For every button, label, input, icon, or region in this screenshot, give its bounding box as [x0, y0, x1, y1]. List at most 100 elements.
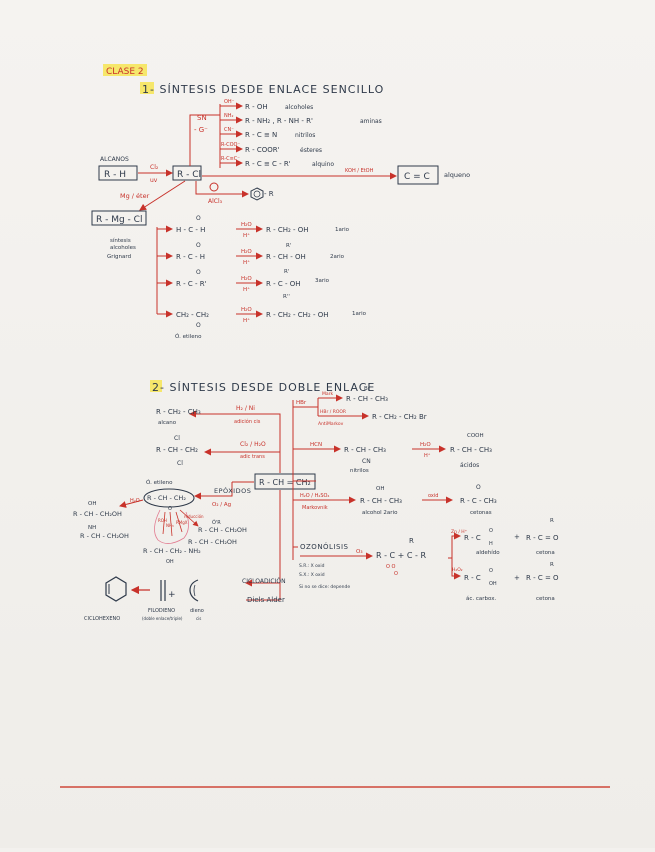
grignard-product: R - CH₂ - CH₂ - OH: [266, 311, 328, 319]
grignard-row: O R - C - R' H₂O H⁺ R' R - C - OH R'' 3a…: [157, 269, 330, 300]
sn-product: R - COOR': [245, 146, 280, 154]
ether-substituent: Ó'R: [212, 519, 221, 526]
sn-reaction: OH⁻ R - OH alcoholes: [220, 99, 313, 111]
chlorine-top: Cl: [174, 435, 180, 442]
cl2-reagent: Cl₂: [150, 164, 159, 171]
grignard-row: O H - C - H H₂O H⁺ R - CH₂ - OH 1ario: [157, 215, 350, 239]
alkanes-label: ALCANOS: [100, 156, 129, 163]
product-sub: R: [550, 562, 554, 568]
product-formula: R - C = O: [526, 574, 559, 582]
plus-sign: +: [168, 590, 176, 600]
grignard-product: R - CH - OH: [266, 253, 306, 261]
epoxide-right-product: R - CH - CH₂OH: [188, 538, 237, 546]
ketone-product: R - C - CH₃: [460, 497, 497, 505]
class-highlight: [103, 64, 147, 76]
sn-reaction: CN⁻ R - C ≡ N nitrilos: [220, 127, 315, 139]
rcl-box: [172, 165, 202, 181]
alkene-name: alqueno: [444, 171, 470, 179]
carbonyl-oxygen: O: [196, 242, 201, 249]
epoxide-label: EPÓXIDOS: [214, 486, 251, 495]
ozone-reagent: O₃: [356, 549, 363, 555]
product-name: aldehído: [476, 549, 500, 556]
ozonolysis-product: R R - C = O cetona: [526, 518, 559, 556]
dienophile-name: FILODIENO: [148, 608, 175, 614]
sn-reagent: OH⁻: [224, 99, 235, 105]
hydrolysis-reagent-top: H₂O: [420, 442, 431, 448]
grignard-label-3: Grignard: [107, 254, 131, 260]
grignard-reactant: R - C - R': [176, 280, 207, 288]
cooh-substituent: COOH: [467, 433, 484, 439]
grignard-reactant: CH₂ - CH₂: [176, 311, 209, 319]
sn-product-name: nitrilos: [295, 132, 315, 139]
rh-box: [98, 165, 138, 181]
ozonide-o-bottom: O: [394, 571, 398, 577]
epoxide-oh-small: OH: [166, 559, 174, 565]
epoxide-arrow-label: RMgX: [176, 520, 188, 525]
product-name: cetona: [536, 596, 555, 602]
epoxide-arrow-label: NH₃: [166, 523, 174, 528]
product-sup: O: [489, 568, 493, 574]
epoxide-oxygen: O: [196, 322, 201, 329]
sn-product: R - OH: [245, 103, 268, 111]
alkylbenzene-substituent: - R: [264, 190, 274, 198]
acid-product: R - CH - CH₃: [450, 446, 492, 454]
cycloaddition-label: CICLOADICIÓN: [242, 578, 286, 585]
reagent-bottom: H⁺: [243, 232, 250, 239]
product-sub: OH: [489, 581, 497, 587]
alcohol-type: 1ario: [352, 311, 367, 317]
plus-sign: +: [514, 574, 520, 582]
sn-product-name: aminas: [360, 118, 382, 125]
rh-formula: R - H: [104, 170, 126, 180]
sn-product: R - C ≡ N: [245, 131, 277, 139]
amino-nh: NH: [88, 525, 96, 531]
grignard-product: R - CH₂ - OH: [266, 226, 309, 234]
uv-reagent: uv: [150, 177, 158, 184]
diol-oh: OH: [88, 501, 96, 507]
alkene-formula: C = C: [404, 172, 430, 182]
dienophile-sub: (doble enlace/triple): [142, 616, 183, 621]
reagent-bottom: H⁺: [243, 259, 250, 266]
grignard-reactant: R - C - H: [176, 253, 205, 261]
ethylene-oxide-label: Ó. etileno: [146, 479, 173, 486]
hydration-reagent: H₂O / H₂SO₄: [300, 493, 329, 499]
anti-markovnikov-product: R - CH₂ - CH₂ Br: [372, 413, 427, 421]
benzene-reagent-icon: [209, 182, 219, 192]
hydration-sub: Markovnik: [302, 505, 328, 511]
ozonolysis-note: Si no se dice: depende: [299, 584, 350, 590]
epoxide-oxygen: O: [168, 506, 172, 512]
grignard-product: R - C - OH: [266, 280, 300, 288]
grignard-formula: R - Mg - Cl: [96, 215, 142, 225]
ketone-oxygen: O: [476, 484, 481, 491]
section2-number-highlight: [150, 380, 162, 392]
grignard-label-2: alcoholes: [110, 245, 136, 251]
carbonyl-oxygen: O: [196, 215, 201, 222]
alcl3-reagent: AlCl₃: [208, 198, 223, 205]
alkane-name: alcano: [158, 420, 177, 426]
sn-reaction: R-COO⁻ R - COOR' ésteres: [220, 142, 322, 154]
secondary-alcohol-product: R - CH - CH₃: [360, 497, 402, 505]
reagent-top: H₂O: [241, 222, 252, 228]
cyclohexene-icon: [105, 576, 127, 602]
sn-reagent: R-COO⁻: [221, 142, 240, 148]
alkane-product: R - CH₂ - CH₃: [156, 408, 201, 416]
ozonolysis-note: S.R.: X oxid: [299, 563, 325, 569]
product-substituent: R'': [283, 294, 290, 300]
product-formula: R - C = O: [526, 534, 559, 542]
product-name: cetona: [536, 550, 555, 556]
diene-name: dieno: [190, 608, 204, 614]
reagent-bottom: H⁺: [243, 286, 250, 293]
sn-product-name: ésteres: [300, 147, 322, 154]
ozonide-o-pair: O O: [386, 564, 396, 570]
koh-reagent: KOH / EtOH: [345, 168, 374, 174]
diels-alder-label: Diels Alder: [247, 596, 285, 604]
grignard-row: CH₂ - CH₂ O H₂O H⁺ R - CH₂ - CH₂ - OH 1a…: [157, 307, 367, 340]
carbonyl-oxygen: O: [196, 269, 201, 276]
anti-markovnikov-reagent: HBr / ROOR: [320, 409, 346, 415]
ozonolysis-product: R - C O OH ác. carbox.: [464, 568, 497, 602]
diene-sub: cis: [196, 616, 201, 621]
sn-reaction-list: OH⁻ R - OH alcoholes NH₂ R - NH₂ , R - N…: [220, 99, 382, 168]
alcohol-type: 1ario: [335, 227, 350, 233]
sn-leaving-group: - G⁻: [194, 126, 208, 134]
hydrogenation-sub: adición cis: [234, 418, 261, 425]
